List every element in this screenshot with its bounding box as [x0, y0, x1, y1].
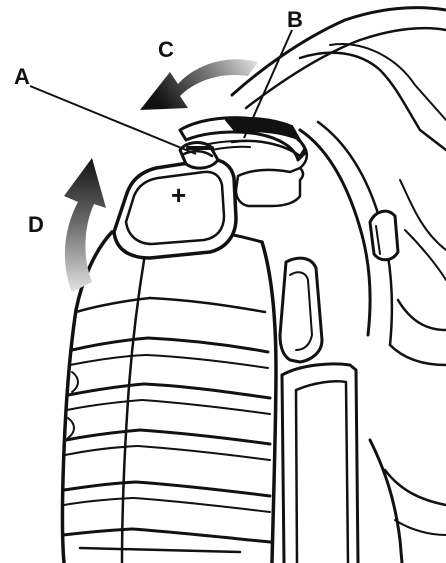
leader-lines: [29, 29, 293, 155]
device-body: [60, 6, 446, 563]
top-dial: [112, 116, 308, 260]
callout-c-label: C: [158, 37, 174, 62]
arrow-d: [64, 158, 106, 292]
leader-b: [243, 29, 293, 139]
callout-a-label: A: [14, 64, 30, 89]
callout-d-label: D: [28, 212, 44, 237]
callout-b-label: B: [287, 7, 303, 32]
arrow-c: [140, 59, 258, 110]
leader-a: [29, 85, 197, 155]
plus-marking: +: [171, 180, 186, 210]
